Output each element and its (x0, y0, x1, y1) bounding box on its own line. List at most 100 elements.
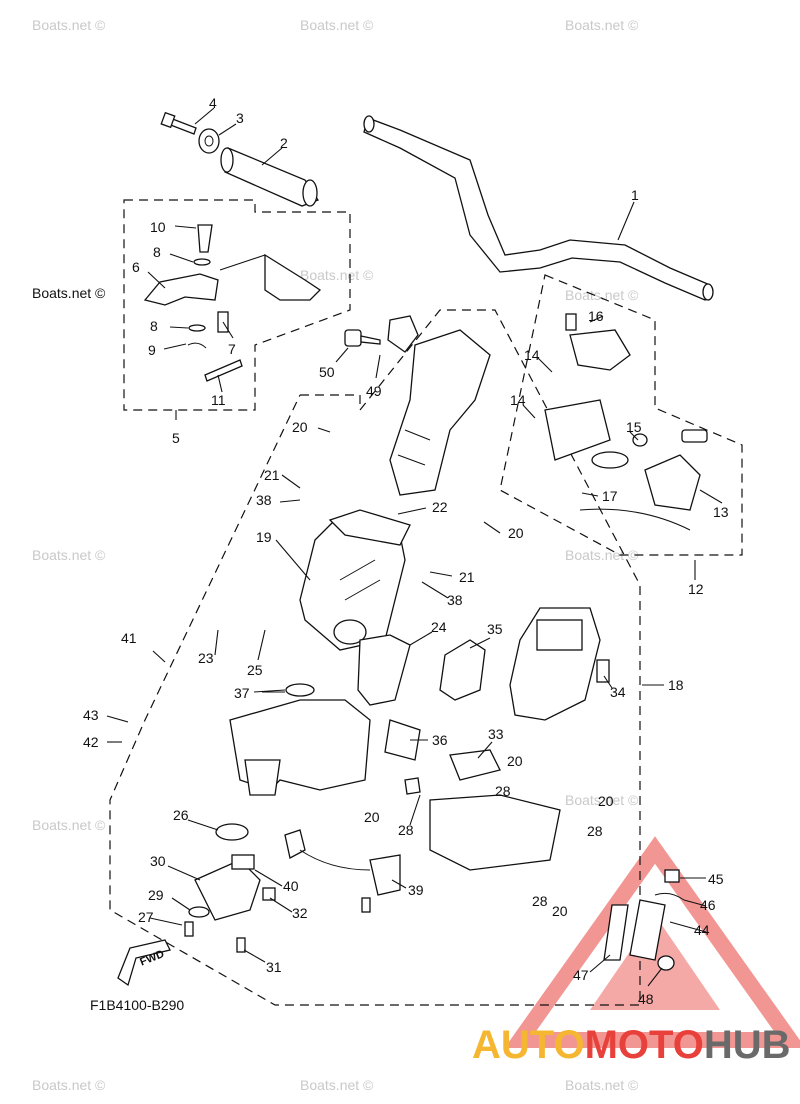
leader-lines (106, 107, 723, 987)
part-label-20d: 20 (598, 793, 614, 809)
watermark: Boats.net © (565, 792, 639, 808)
part-label-39: 39 (408, 882, 424, 898)
handlebar (363, 115, 714, 301)
part-label-5: 5 (172, 430, 180, 446)
group-18-outline (109, 309, 641, 1006)
part-label-50: 50 (319, 364, 335, 380)
watermark: Boats.net © (300, 1077, 374, 1093)
part-label-40: 40 (283, 878, 299, 894)
watermark: Boats.net © (565, 17, 639, 33)
switch-cover (439, 607, 610, 721)
part-label-6: 6 (132, 259, 140, 275)
part-label-28a: 28 (495, 783, 511, 799)
right-hardware (603, 869, 685, 971)
part-label-18: 18 (668, 677, 684, 693)
watermark: Boats.net © (300, 17, 374, 33)
part-label-42: 42 (83, 734, 99, 750)
part-label-37: 37 (234, 685, 250, 701)
part-label-25: 25 (247, 662, 263, 678)
part-label-27: 27 (138, 909, 154, 925)
part-label-17: 17 (602, 488, 618, 504)
part-label-21a: 21 (264, 467, 280, 483)
part-label-19: 19 (256, 529, 272, 545)
part-label-33: 33 (488, 726, 504, 742)
part-label-38a: 38 (256, 492, 272, 508)
diagram-code: F1B4100-B290 (90, 997, 184, 1013)
part-label-14a: 14 (524, 347, 540, 363)
part-labels: 1 2 3 4 5 6 7 8 8 9 10 11 12 13 14 14 15… (83, 95, 729, 1007)
part-label-29: 29 (148, 887, 164, 903)
throttle-lever-assembly (143, 224, 322, 382)
part-label-20c: 20 (507, 753, 523, 769)
part-label-45: 45 (708, 871, 724, 887)
group-5-outline (123, 199, 351, 411)
svg-text:AUTOMOTOHUB: AUTOMOTOHUB (472, 1023, 791, 1067)
part-label-20b: 20 (508, 525, 524, 541)
watermark: Boats.net © (300, 267, 374, 283)
part-label-2: 2 (280, 135, 288, 151)
watermark-dark: Boats.net © (32, 285, 106, 301)
part-label-23: 23 (198, 650, 214, 666)
part-label-8a: 8 (153, 244, 161, 260)
group-12-outline (499, 274, 743, 556)
part-label-9: 9 (148, 342, 156, 358)
part-label-48: 48 (638, 991, 654, 1007)
watermark: Boats.net © (32, 817, 106, 833)
part-label-31: 31 (266, 959, 282, 975)
watermark: Boats.net © (565, 547, 639, 563)
part-label-49: 49 (366, 383, 382, 399)
lower-column-body (229, 634, 421, 796)
brand-part-3: HUB (704, 1023, 791, 1067)
part-label-26: 26 (173, 807, 189, 823)
watermark: Boats.net © (32, 17, 106, 33)
part-label-3: 3 (236, 110, 244, 126)
part-label-28b: 28 (398, 822, 414, 838)
steering-column (299, 509, 411, 651)
part-label-46: 46 (700, 897, 716, 913)
part-label-16: 16 (588, 308, 604, 324)
watermark: Boats.net © (32, 547, 106, 563)
part-label-28c: 28 (587, 823, 603, 839)
part-label-30: 30 (150, 853, 166, 869)
part-label-38b: 38 (447, 592, 463, 608)
part-label-15: 15 (626, 419, 642, 435)
part-label-34: 34 (610, 684, 626, 700)
part-label-13: 13 (713, 504, 729, 520)
grip-assembly (160, 111, 319, 207)
lower-bracket (404, 749, 561, 871)
part-label-21b: 21 (459, 569, 475, 585)
column-bracket (344, 315, 491, 496)
part-label-8b: 8 (150, 318, 158, 334)
part-label-22: 22 (432, 499, 448, 515)
watermark: Boats.net © (565, 1077, 639, 1093)
part-label-35: 35 (487, 621, 503, 637)
watermark: Boats.net © (32, 1077, 106, 1093)
part-label-20f: 20 (552, 903, 568, 919)
watermark: Boats.net © (565, 287, 639, 303)
fwd-arrow: FWD (117, 939, 171, 987)
part-label-43: 43 (83, 707, 99, 723)
watermark-group: Boats.net © Boats.net © Boats.net © Boat… (32, 17, 639, 1093)
part-label-11: 11 (211, 392, 226, 408)
bottom-parts (184, 823, 401, 953)
part-label-14b: 14 (510, 392, 526, 408)
part-label-47: 47 (573, 967, 589, 983)
part-label-28d: 28 (532, 893, 548, 909)
brand-part-2: MOTO (585, 1023, 704, 1067)
part-label-36: 36 (432, 732, 448, 748)
brand-wordmark: AUTOMOTOHUB (472, 1023, 791, 1067)
part-label-20e: 20 (364, 809, 380, 825)
part-label-4: 4 (209, 95, 217, 111)
part-label-20a: 20 (292, 419, 308, 435)
part-label-1: 1 (631, 187, 639, 203)
part-label-44: 44 (694, 922, 710, 938)
switch-internals (544, 313, 708, 531)
part-label-12: 12 (688, 581, 704, 597)
part-label-7: 7 (228, 341, 236, 357)
part-label-32: 32 (292, 905, 308, 921)
part-label-10: 10 (150, 219, 166, 235)
part-label-41: 41 (121, 630, 137, 646)
brand-part-1: AUTO (472, 1023, 585, 1067)
brand-triangle-logo (504, 836, 800, 1048)
